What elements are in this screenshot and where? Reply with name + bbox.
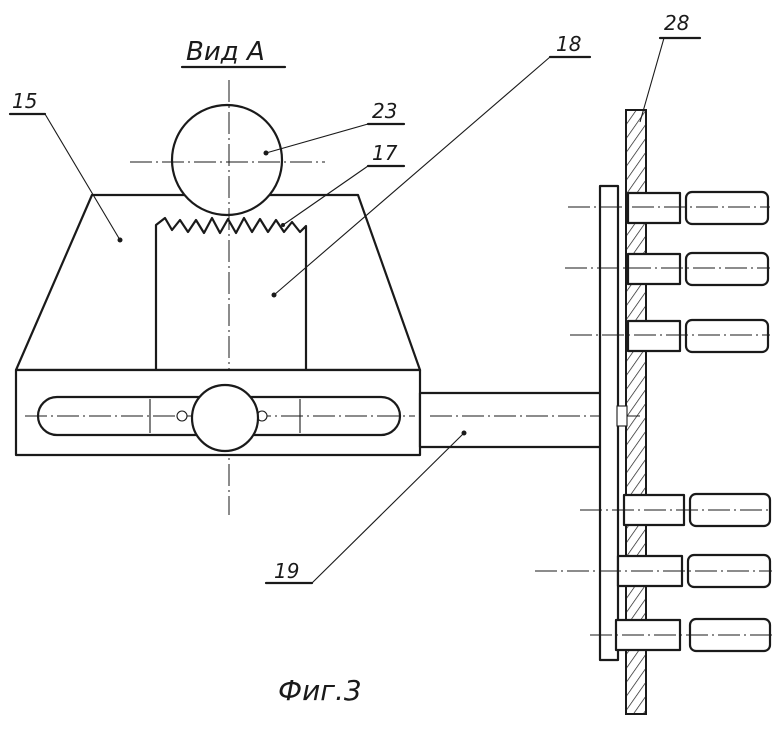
mounting-plate bbox=[598, 184, 620, 662]
callout-19-leader bbox=[311, 432, 465, 584]
callout-23-label: 23 bbox=[372, 99, 397, 123]
gear-23 bbox=[170, 103, 284, 217]
callout-17-leader bbox=[282, 165, 369, 226]
callout-18-leader bbox=[273, 56, 551, 296]
bolt-1-shank bbox=[626, 191, 682, 225]
bolt-3-shank bbox=[626, 319, 682, 353]
callout-15-label: 15 bbox=[12, 89, 37, 113]
callout-28-label: 28 bbox=[664, 11, 689, 35]
callout-18-label: 18 bbox=[556, 32, 581, 56]
bolt-group-upper bbox=[565, 190, 770, 354]
view-title: Вид А bbox=[186, 37, 265, 67]
figure-caption: Фиг.3 bbox=[278, 674, 362, 707]
pin-left bbox=[176, 410, 188, 422]
rod-nut bbox=[616, 405, 628, 427]
callout-15-leader bbox=[44, 113, 121, 241]
rod-19 bbox=[418, 391, 608, 449]
bolt-group-lower bbox=[535, 492, 772, 653]
bolt-2-shank bbox=[626, 252, 682, 286]
callout-23-leader bbox=[265, 123, 369, 154]
callout-19-label: 19 bbox=[274, 559, 299, 583]
callout-17-label: 17 bbox=[372, 141, 398, 165]
callout-28-leader bbox=[639, 37, 665, 123]
center-hub bbox=[190, 383, 260, 453]
bolt-2-head bbox=[684, 251, 770, 287]
bolt-1-head bbox=[684, 190, 770, 226]
bolt-3-head bbox=[684, 318, 770, 354]
rack-17 bbox=[154, 216, 308, 372]
